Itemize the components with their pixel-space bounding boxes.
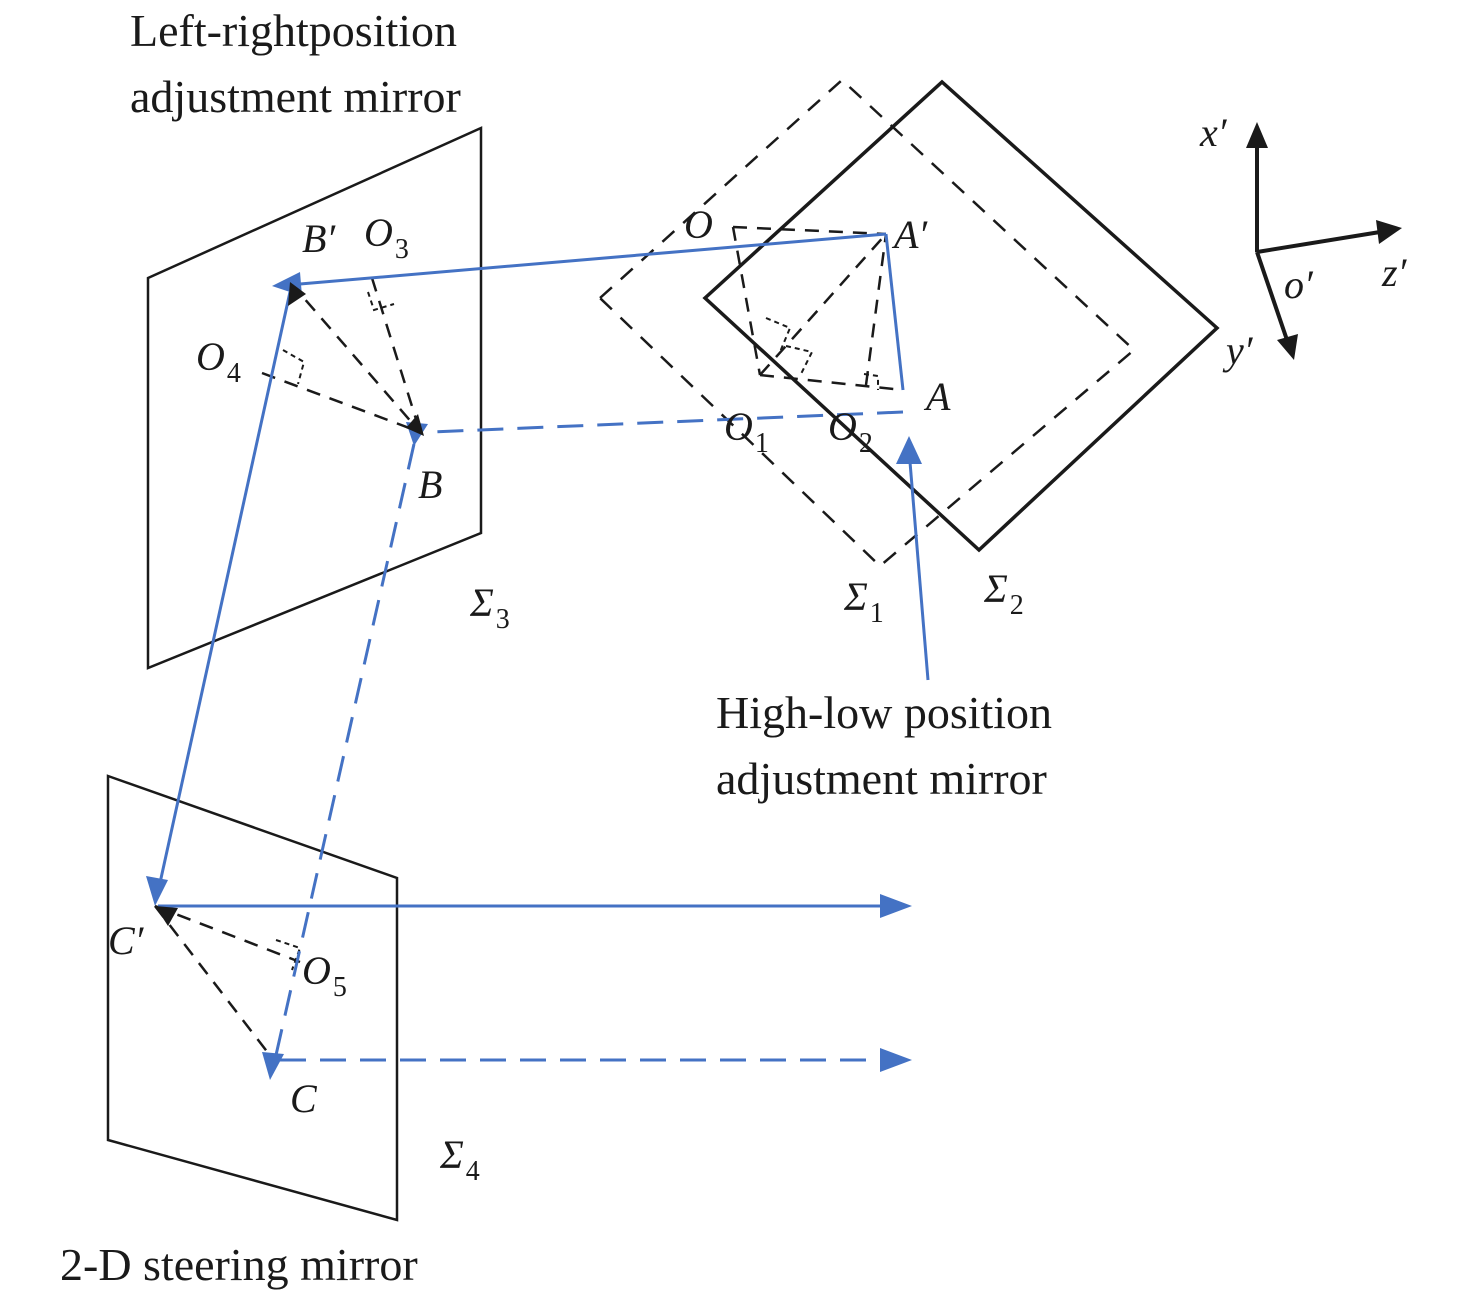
label-C-prime: C′ <box>108 918 145 963</box>
coordinate-frame <box>1255 142 1381 341</box>
arrowhead-to-B-prime <box>288 282 306 306</box>
arrowhead-C <box>262 1052 284 1080</box>
axis-label-origin: o′ <box>1284 262 1314 307</box>
arrowhead-out-solid <box>880 894 912 918</box>
mirror-plane-sigma4 <box>106 774 399 1222</box>
z-axis-arrowhead <box>1376 220 1402 244</box>
label-O4: O4 <box>196 334 241 389</box>
right-angle-markers <box>275 291 879 971</box>
y-axis-arrowhead <box>1277 334 1298 360</box>
caption-high-low-line2: adjustment mirror <box>716 753 1047 804</box>
axis-label-x: x′ <box>1199 110 1228 155</box>
construction-arrowheads <box>155 282 424 926</box>
mirror-plane-sigma3 <box>146 126 483 670</box>
arrowhead-out-dashed <box>880 1048 912 1072</box>
label-sigma1: Σ1 <box>843 574 884 629</box>
label-O5: O5 <box>302 948 347 1003</box>
caption-left-right-line1: Left-rightposition <box>130 5 457 56</box>
label-O1: O1 <box>724 404 769 459</box>
label-A-prime: A′ <box>891 212 928 257</box>
mirror-plane-sigma2 <box>702 79 1220 553</box>
arrowhead-up-A <box>896 436 922 464</box>
construction-lines <box>154 225 904 1059</box>
axis-label-y: y′ <box>1222 328 1254 373</box>
arrowhead-to-C-prime <box>155 906 178 926</box>
mirror-plane-sigma1 <box>598 78 1136 568</box>
arrowhead-to-B <box>406 414 424 436</box>
caption-high-low-line1: High-low position <box>716 687 1052 738</box>
label-O3: O3 <box>364 210 409 265</box>
beam-dashed-path <box>272 410 904 1065</box>
label-C: C <box>290 1076 318 1121</box>
label-sigma3: Σ3 <box>469 580 510 635</box>
axis-label-z: z′ <box>1381 250 1408 295</box>
arrowhead-C-prime <box>146 876 168 906</box>
beam-solid-path <box>156 232 930 908</box>
coordinate-arrowheads <box>1246 122 1402 360</box>
label-O2: O2 <box>828 404 873 459</box>
label-sigma4: Σ4 <box>439 1132 480 1187</box>
label-sigma2: Σ2 <box>983 566 1024 621</box>
x-axis-arrowhead <box>1246 122 1268 148</box>
caption-left-right-line2: adjustment mirror <box>130 71 461 122</box>
beam-arrowheads <box>146 272 922 1080</box>
label-O: O <box>684 202 713 247</box>
label-B: B <box>418 462 442 507</box>
label-B-prime: B′ <box>302 216 336 261</box>
label-A: A <box>923 374 951 419</box>
caption-steering: 2-D steering mirror <box>60 1239 418 1290</box>
